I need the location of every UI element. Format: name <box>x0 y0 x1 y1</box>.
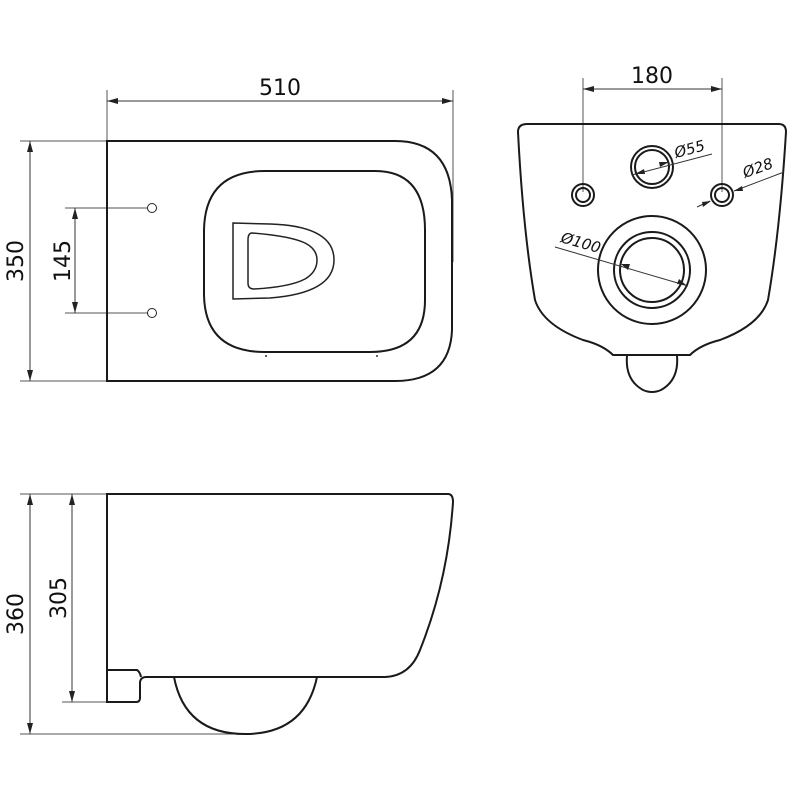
inlet-diameter-label: Ø55 <box>671 136 706 162</box>
bowl-outline <box>106 140 453 382</box>
outlet-outer-outline <box>232 222 335 300</box>
total-height-dimension-label: 360 <box>4 593 29 635</box>
fixing-hole <box>147 203 157 213</box>
water-inlet-inner <box>634 149 670 185</box>
fixing-bolt-hole-left-inner <box>575 187 591 203</box>
top-view: 510 350 145 <box>4 76 454 382</box>
hole-spacing-dimension-label: 145 <box>51 240 76 282</box>
bolt-spacing-dimension-label: 180 <box>631 64 673 89</box>
rim-outline <box>203 170 426 353</box>
waste-outlet-inner <box>619 237 685 303</box>
outlet-inner-outline <box>247 232 318 290</box>
trap-outline <box>625 355 679 393</box>
fixing-bolt-hole-right-outer <box>710 183 734 207</box>
rear-view: 180 Ø55 Ø28 Ø100 <box>516 64 788 393</box>
outlet-diameter-label: Ø100 <box>558 228 603 257</box>
waste-outlet-flange <box>597 215 707 325</box>
width-dimension-label: 350 <box>4 240 29 282</box>
fixing-hole <box>147 308 157 318</box>
fixing-bolt-hole-right-inner <box>714 187 730 203</box>
side-body-outline <box>106 493 455 703</box>
fixing-hole-diameter-label: Ø28 <box>739 154 775 182</box>
water-inlet-outer <box>630 145 674 189</box>
waste-outlet-outer <box>613 231 691 309</box>
fixing-bolt-hole-left-outer <box>571 183 595 207</box>
side-trap-outline <box>173 676 318 736</box>
length-dimension-label: 510 <box>259 76 301 101</box>
body-height-dimension-label: 305 <box>47 577 72 619</box>
rear-body-outline <box>516 123 788 356</box>
side-view: 360 305 <box>4 493 455 736</box>
